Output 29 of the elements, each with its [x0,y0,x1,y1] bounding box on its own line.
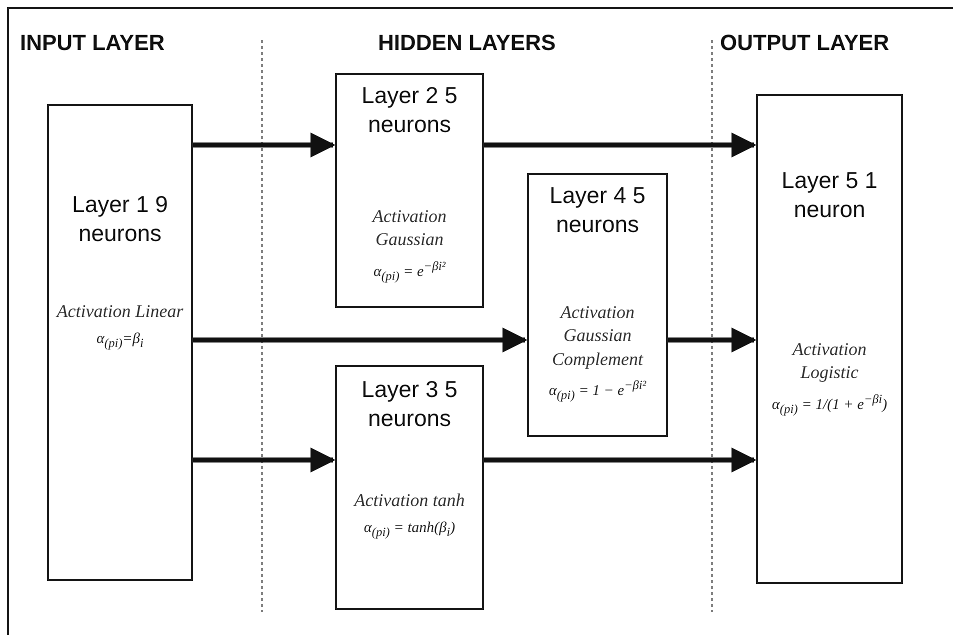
activation-name: Activation Gaussian [372,206,446,250]
activation-name: Activation Gaussian Complement [552,302,643,369]
layer-title: Layer 3 5 neurons [360,375,458,432]
activation-formula: α$_{(pi)}$=β$_{i}$ [95,330,144,352]
layer-heading: OUTPUT LAYER [720,30,890,56]
arrow [193,328,528,352]
layer-title: Layer 1 9 neurons [71,190,169,248]
layer-heading: HIDDEN LAYERS [378,30,556,56]
activation-name: Activation Logistic [792,339,866,382]
layer-box [527,173,668,437]
arrow [668,328,756,352]
activation-formula: α$_{(pi)}$ = 1 − e$^{−βi²}$ [548,377,648,404]
layer-title: Layer 5 1 neuron [780,166,878,224]
activation-name: Activation tanh [354,490,465,510]
arrow [484,448,756,472]
layer-title: Layer 4 5 neurons [548,181,646,238]
layer-heading: INPUT LAYER [20,30,165,56]
arrow [193,448,336,472]
layer-box [335,73,484,308]
layer-box [335,365,484,610]
activation-formula: α$_{(pi)}$ = tanh(β$_{i}$) [362,519,456,542]
layer-box [47,104,193,581]
activation-formula: α$_{(pi)}$ = 1/(1 + e$^{−βi}$) [770,390,888,418]
layer-box [756,94,903,584]
arrow [193,132,336,158]
layer-title: Layer 2 5 neurons [360,81,458,138]
activation-formula: α$_{(pi)}$ = e$^{−βi²}$ [372,258,447,285]
arrow [484,132,756,158]
activation-name: Activation Linear [56,301,184,321]
